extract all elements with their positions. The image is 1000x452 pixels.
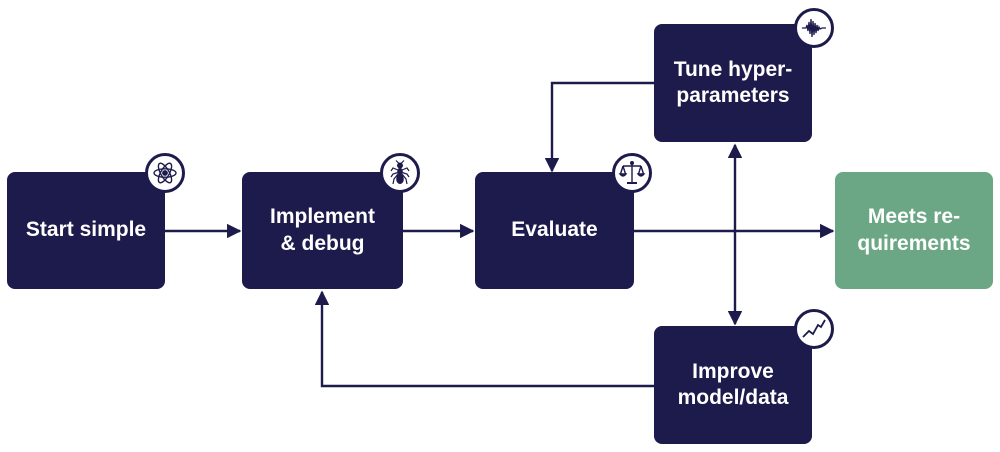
node-tune-hyperparameters: Tune hyper- parameters (654, 24, 812, 142)
node-meets-requirements: Meets re- quirements (835, 172, 993, 289)
trend-line-icon (794, 309, 834, 349)
waveform-icon (794, 8, 834, 48)
ant-icon (380, 153, 420, 193)
atom-icon (145, 153, 185, 193)
node-tune-hyperparameters-label: Tune hyper- parameters (673, 57, 793, 107)
arrow-tune-to-evaluate (544, 81, 654, 173)
scales-icon (612, 153, 652, 193)
node-evaluate: Evaluate (475, 172, 634, 289)
node-start-simple-label: Start simple (25, 218, 147, 242)
node-improve-model-data-label: Improve model/data (677, 359, 789, 409)
arrow-improve-to-implement (314, 290, 654, 388)
node-improve-model-data: Improve model/data (654, 326, 812, 444)
node-meets-requirements-label: Meets re- quirements (857, 205, 971, 255)
node-start-simple: Start simple (7, 172, 165, 289)
node-implement-debug-label: Implement & debug (269, 205, 376, 255)
node-implement-debug: Implement & debug (242, 172, 403, 289)
node-evaluate-label: Evaluate (511, 218, 598, 242)
